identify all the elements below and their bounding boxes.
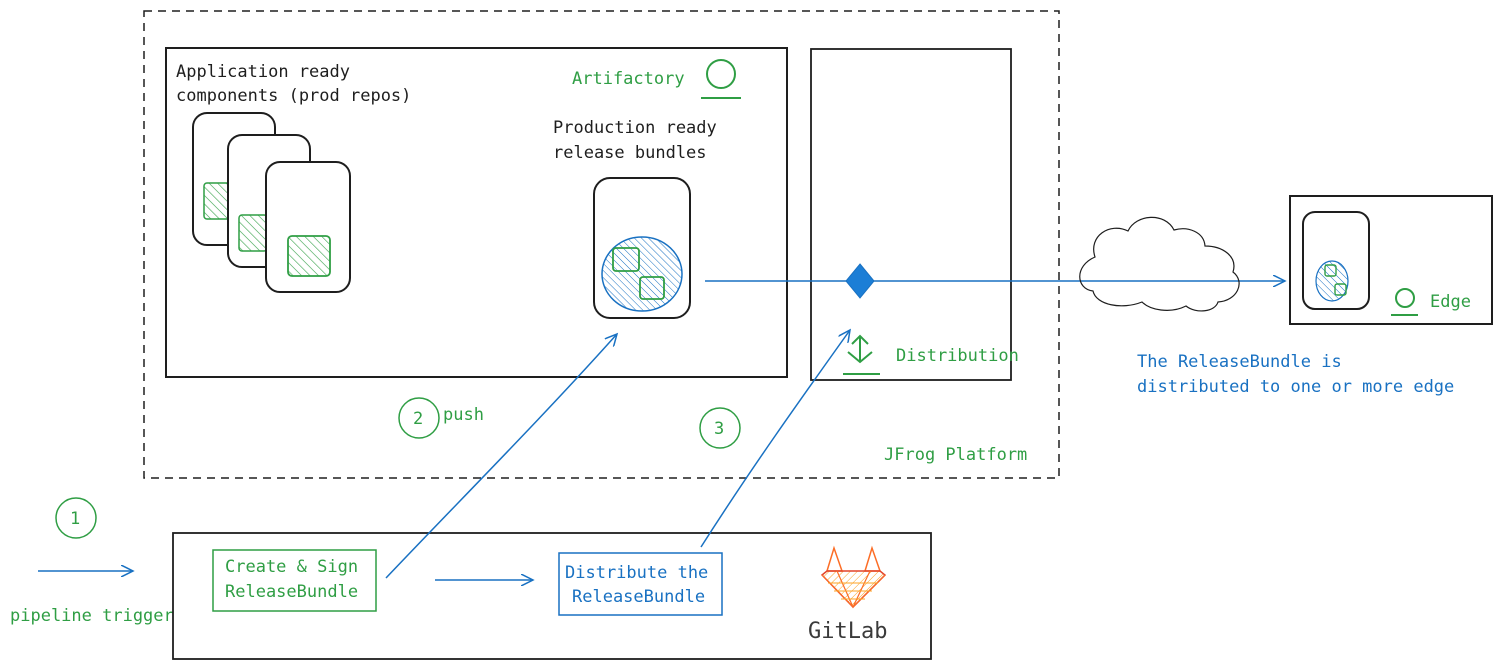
push-arrow <box>385 334 617 579</box>
edge-icon <box>1391 288 1418 316</box>
step-2-label: push <box>443 405 484 425</box>
component-cards <box>192 112 351 293</box>
create-sign-line2: ReleaseBundle <box>225 582 358 602</box>
app-components-line2: components (prod repos) <box>176 86 411 106</box>
step-1-marker <box>55 497 97 539</box>
artifactory-label: Artifactory <box>572 69 685 89</box>
release-bundle-card <box>593 177 691 319</box>
distribute-box <box>558 552 723 616</box>
edge-bundle-card <box>1302 211 1370 310</box>
step-3-number: 3 <box>714 419 724 439</box>
gitlab-logo-icon <box>820 545 887 609</box>
step-2-marker <box>398 397 440 439</box>
release-bundles-line1: Production ready <box>553 118 717 138</box>
distribution-label: Distribution <box>896 346 1019 366</box>
edge-note-line1: The ReleaseBundle is <box>1137 352 1342 372</box>
artifactory-icon <box>701 59 741 99</box>
release-bundles-line2: release bundles <box>553 143 707 163</box>
edge-note-line2: distributed to one or more edge <box>1137 377 1454 397</box>
gitlab-pipeline-box <box>172 532 932 660</box>
distribution-icon <box>843 334 880 375</box>
step-2-number: 2 <box>413 409 423 429</box>
distribution-box <box>810 48 1012 381</box>
jfrog-platform-container <box>143 10 1060 479</box>
distribute-line1: Distribute the <box>565 563 708 583</box>
cloud-icon <box>1079 216 1240 312</box>
app-components-line1: Application ready <box>176 62 350 82</box>
distribution-node-diamond <box>845 263 875 299</box>
pipeline-trigger-label: pipeline trigger <box>10 606 174 626</box>
create-sign-line1: Create & Sign <box>225 557 358 577</box>
edge-label: Edge <box>1430 292 1471 312</box>
distribute-line2: ReleaseBundle <box>572 587 705 607</box>
create-sign-box <box>212 549 377 612</box>
edge-box <box>1289 195 1493 325</box>
distribute-arrow <box>700 330 850 548</box>
step-1-number: 1 <box>70 509 80 529</box>
jfrog-platform-label: JFrog Platform <box>884 445 1027 465</box>
gitlab-logo-text: GitLab <box>808 619 887 644</box>
step-3-marker <box>699 407 741 449</box>
artifactory-box <box>165 47 788 378</box>
